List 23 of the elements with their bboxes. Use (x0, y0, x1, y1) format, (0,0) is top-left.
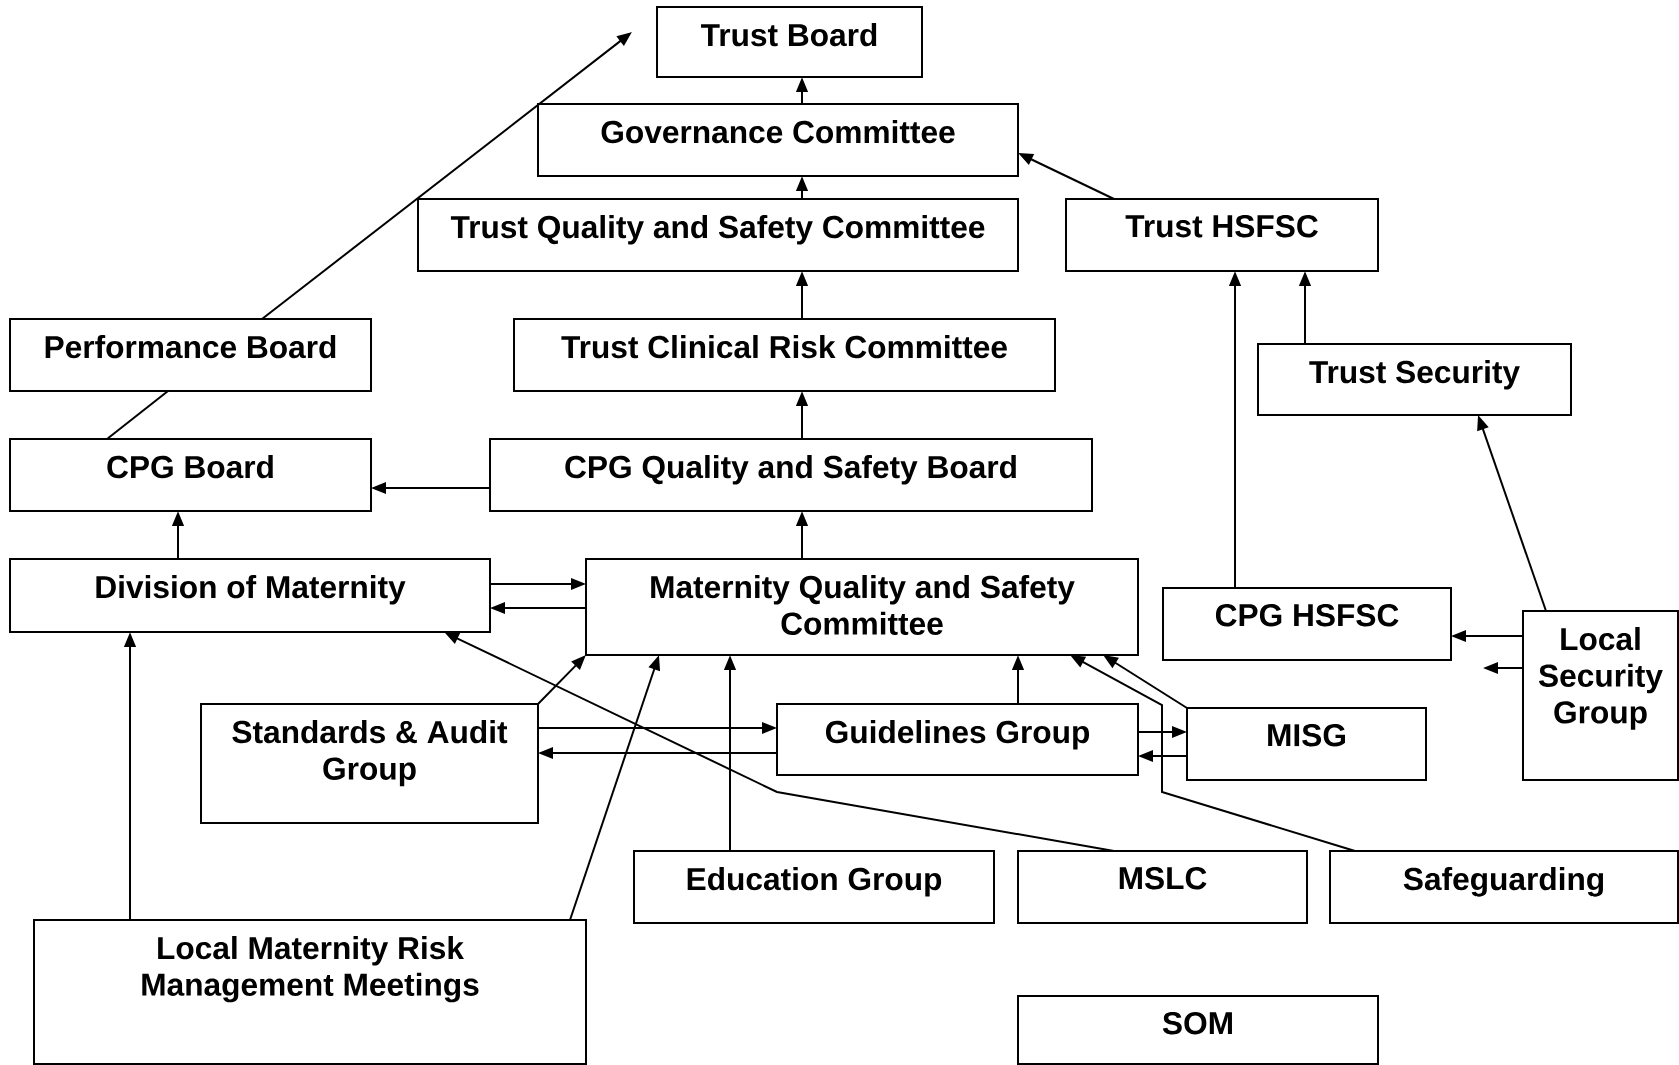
org-box: Safeguarding (1329, 850, 1679, 924)
org-box: SOM (1017, 995, 1379, 1065)
org-box: Trust HSFSC (1065, 198, 1379, 272)
org-box: CPG Board (9, 438, 372, 512)
org-box: Local Maternity Risk Management Meetings (33, 919, 587, 1065)
org-box: Guidelines Group (776, 703, 1139, 776)
org-box: Trust Security (1257, 343, 1572, 416)
org-box: Trust Quality and Safety Committee (417, 198, 1019, 272)
connector-line (106, 390, 169, 440)
org-box: Standards & Audit Group (200, 703, 539, 824)
org-box: Trust Clinical Risk Committee (513, 318, 1056, 392)
org-box: Performance Board (9, 318, 372, 392)
org-box: Division of Maternity (9, 558, 491, 633)
org-box: Local Security Group (1522, 610, 1679, 781)
org-box: CPG HSFSC (1162, 587, 1452, 661)
org-box: MSLC (1017, 850, 1308, 924)
org-box: CPG Quality and Safety Board (489, 438, 1093, 512)
org-box: Maternity Quality and Safety Committee (585, 558, 1139, 656)
org-box: Education Group (633, 850, 995, 924)
arrow (537, 655, 586, 705)
org-box: Trust Board (656, 6, 923, 78)
org-box: MISG (1186, 707, 1427, 781)
org-box: Governance Committee (537, 103, 1019, 177)
